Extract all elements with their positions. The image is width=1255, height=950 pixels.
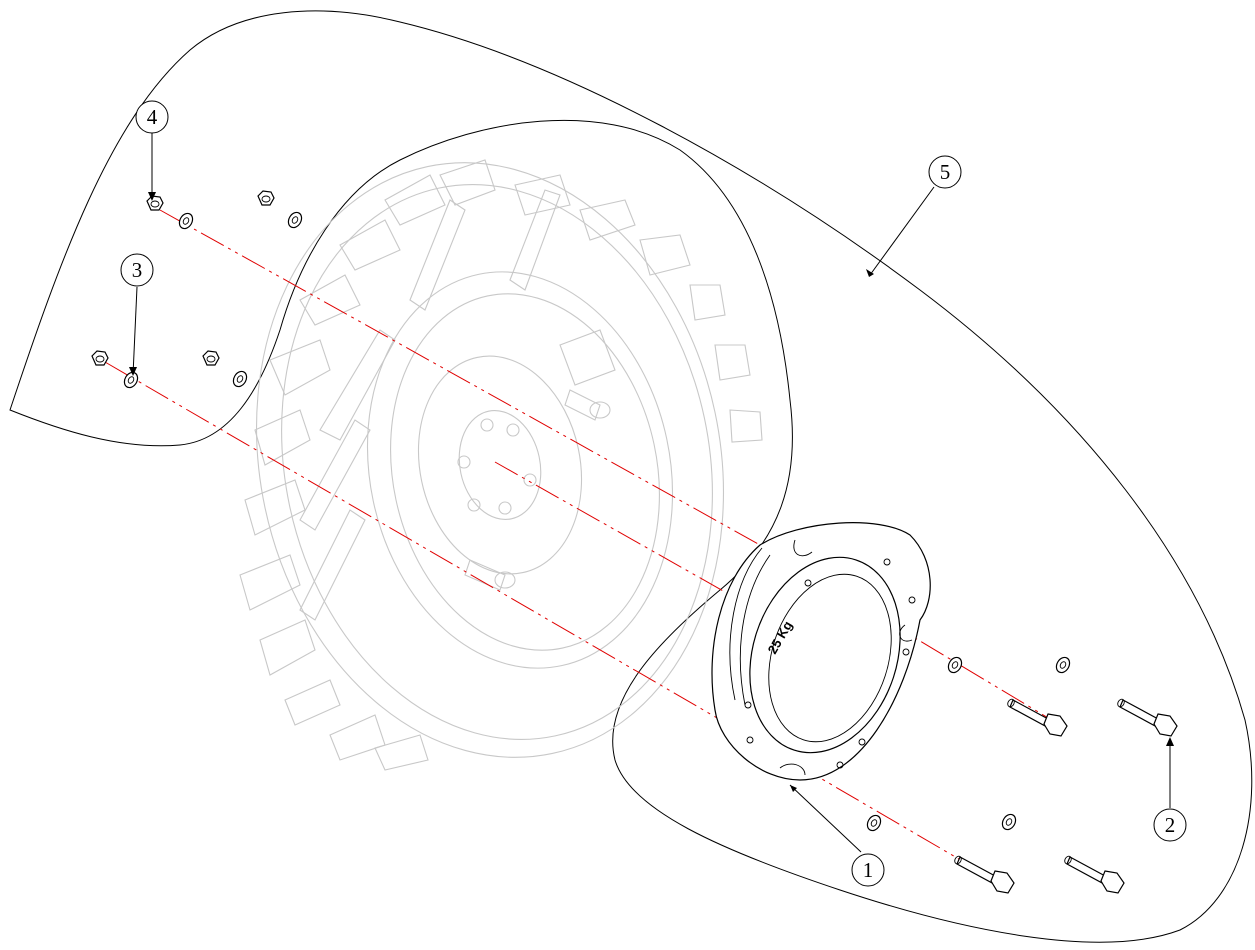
washer-8	[1001, 813, 1017, 831]
callout-3-label: 3	[132, 258, 143, 282]
callout-5: 5	[928, 155, 962, 189]
hex-nut-2	[257, 190, 275, 206]
callout-5-label: 5	[940, 160, 951, 184]
tire-ghost	[239, 159, 763, 771]
hardware-top-row	[146, 190, 303, 230]
wheel-weight: 25 Kg	[711, 522, 931, 781]
hex-bolt-3	[954, 855, 1015, 894]
hex-nut-4	[202, 350, 220, 366]
callout-4: 4	[135, 100, 169, 134]
hex-nut-1	[146, 195, 164, 211]
hex-bolt-4	[1064, 855, 1125, 894]
hex-nut-3	[91, 350, 109, 366]
callout-4-label: 4	[147, 105, 158, 129]
washer-6	[1055, 656, 1071, 674]
washer-2	[287, 211, 303, 229]
washer-5	[947, 656, 963, 674]
hardware-bottom-row	[91, 350, 248, 389]
callout-1: 1	[851, 853, 885, 887]
washer-1	[178, 212, 194, 230]
leader-lines	[129, 133, 1174, 853]
washer-3	[123, 371, 139, 389]
hex-bolt-1	[1007, 698, 1068, 737]
hex-bolt-2	[1117, 698, 1178, 737]
boundary-outline	[9, 10, 1253, 943]
washer-7	[866, 814, 882, 832]
callout-2: 2	[1153, 808, 1187, 842]
right-hardware	[866, 656, 1178, 894]
callout-1-label: 1	[863, 858, 874, 882]
washer-4	[232, 370, 248, 388]
callout-3: 3	[120, 253, 154, 287]
callout-2-label: 2	[1165, 813, 1176, 837]
